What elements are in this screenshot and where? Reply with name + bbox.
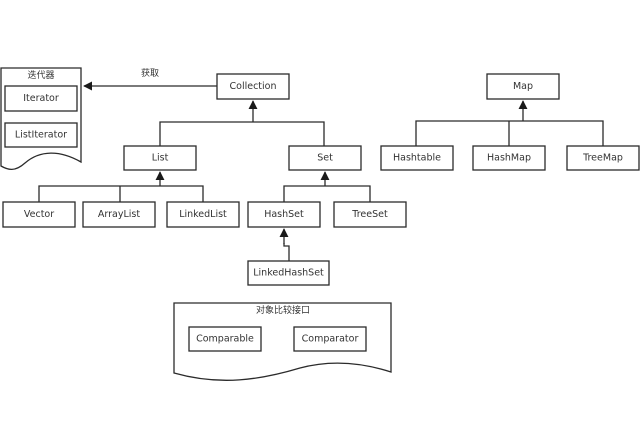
iterator-group-title: 迭代器 [27,69,54,81]
svg-text:Iterator: Iterator [23,93,59,104]
svg-text:Vector: Vector [24,209,54,220]
edge-linkedhashset-hashset [279,228,290,261]
edge-list-children [38,171,204,202]
svg-text:Collection: Collection [230,81,277,92]
svg-text:HashMap: HashMap [487,153,531,164]
iterator-document-shape [0,67,82,171]
edge-get-label: 获取 [141,68,159,79]
node-comparator[interactable]: Comparator [293,326,367,352]
edge-get: 获取 [83,68,217,91]
svg-text:TreeMap: TreeMap [582,153,623,164]
node-treeset[interactable]: TreeSet [333,201,407,228]
node-map[interactable]: Map [486,73,560,100]
node-hashmap[interactable]: HashMap [472,145,546,171]
comparator-group-title: 对象比较接口 [256,304,310,316]
node-hashset[interactable]: HashSet [247,201,321,228]
node-comparable[interactable]: Comparable [188,326,262,352]
comparator-document-shape [173,302,392,381]
node-treemap[interactable]: TreeMap [566,145,640,171]
svg-text:Comparator: Comparator [302,334,359,345]
node-hashtable[interactable]: Hashtable [380,145,454,171]
node-arraylist[interactable]: ArrayList [82,201,156,228]
node-linkedlist[interactable]: LinkedList [166,201,240,228]
svg-text:Hashtable: Hashtable [393,153,441,164]
svg-text:List: List [152,153,169,164]
node-vector[interactable]: Vector [2,201,76,228]
svg-text:ListIterator: ListIterator [15,130,67,141]
svg-text:ArrayList: ArrayList [98,209,140,220]
svg-text:TreeSet: TreeSet [351,209,388,220]
node-list[interactable]: List [123,145,197,171]
node-linkedhashset[interactable]: LinkedHashSet [247,260,330,286]
svg-text:Comparable: Comparable [196,334,254,345]
comparator-group: 对象比较接口 Comparable Comparator [173,302,392,381]
node-collection[interactable]: Collection [216,73,290,100]
edge-set-children [283,171,371,202]
svg-text:Set: Set [317,153,333,164]
svg-text:Map: Map [513,81,533,92]
edge-map-children [415,100,604,146]
iterator-group: 迭代器 Iterator ListIterator [0,67,82,171]
edge-collection-children [159,100,325,146]
node-iterator[interactable]: Iterator [4,85,78,112]
node-listiterator[interactable]: ListIterator [4,122,78,148]
node-set[interactable]: Set [288,145,362,171]
svg-text:LinkedHashSet: LinkedHashSet [253,268,324,279]
svg-text:LinkedList: LinkedList [179,209,227,220]
svg-text:HashSet: HashSet [264,209,304,220]
